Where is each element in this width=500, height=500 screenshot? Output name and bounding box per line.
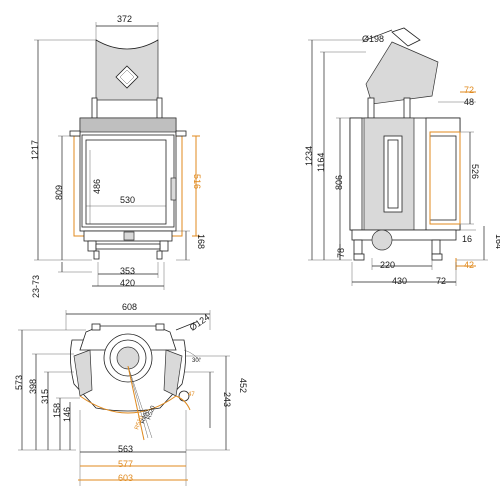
dim-front-feet-width: 353: [120, 266, 135, 276]
dim-plan-angle: 30°: [192, 358, 202, 364]
dim-front-door-height: 809: [54, 185, 64, 200]
front-glass: [85, 139, 167, 225]
dim-plan-depth-398: 398: [28, 379, 38, 394]
dim-plan-flue-diameter: Ø124: [188, 312, 212, 333]
dim-side-depth-inner: 220: [380, 260, 395, 270]
dim-plan-radius-c: R510: [134, 415, 145, 431]
side-flue-cap: [391, 27, 421, 47]
door-handle: [170, 177, 177, 201]
dim-plan-radius-b: R496: [140, 409, 151, 425]
diamond-logo: [115, 65, 139, 89]
dim-front-top-width: 372: [117, 14, 132, 24]
side-air-inlet: [371, 229, 393, 251]
dim-front-leg-range: 23-73: [31, 275, 41, 298]
dim-side-foot-height: 78: [336, 248, 346, 258]
dim-side-overall-height: 1234: [304, 146, 314, 166]
dim-front-overall-height: 1217: [30, 140, 40, 160]
dim-front-glass-width: 530: [120, 195, 135, 205]
dim-plan-width-563: 563: [118, 444, 133, 454]
dim-plan-width-577: 577: [118, 459, 133, 469]
front-view: 372 486 530: [30, 14, 206, 298]
dim-side-bottom-inner: 16: [462, 234, 472, 244]
dim-plan-depth-146: 146: [62, 407, 72, 422]
dim-plan-depth-315: 315: [40, 389, 50, 404]
dim-plan-depth-158: 158: [52, 403, 62, 418]
plan-view: 608 R520 R496 R510 Ø124 30° 47: [14, 302, 248, 486]
dim-side-top-offset: 72: [464, 85, 474, 95]
side-view: Ø198 72 48 1234 1164 80: [304, 27, 500, 286]
plan-frame-arc: [79, 395, 177, 414]
dim-side-bottom-height: 164: [494, 234, 500, 249]
dim-side-rear-gap: 42: [464, 260, 474, 270]
dim-side-depth: 430: [392, 276, 407, 286]
dim-plan-radius-a: R520: [146, 405, 157, 421]
side-flue: [365, 41, 439, 105]
dim-plan-width-603: 603: [118, 473, 133, 483]
dim-front-frame-height: 516: [192, 174, 202, 189]
dim-plan-side-243: 243: [222, 392, 232, 407]
dim-side-flue-diameter: Ø198: [362, 34, 384, 44]
dim-side-frame-height: 526: [470, 164, 480, 179]
side-frame-outline: [429, 131, 461, 225]
dim-front-glass-height: 486: [92, 179, 102, 194]
dim-front-base-width: 420: [120, 278, 135, 288]
dim-side-body-height: 1164: [316, 153, 326, 172]
dim-plan-overall-width: 608: [122, 302, 137, 312]
dim-plan-side-452: 452: [238, 378, 248, 393]
dim-plan-depth-total: 573: [14, 375, 24, 390]
dim-side-door-height: 806: [334, 175, 344, 190]
dim-side-rear-offset: 72: [436, 276, 446, 286]
dim-plan-angle-small: 47: [188, 392, 195, 398]
dim-front-base-height: 168: [196, 234, 206, 249]
dim-side-top-offset-inner: 48: [464, 97, 474, 107]
